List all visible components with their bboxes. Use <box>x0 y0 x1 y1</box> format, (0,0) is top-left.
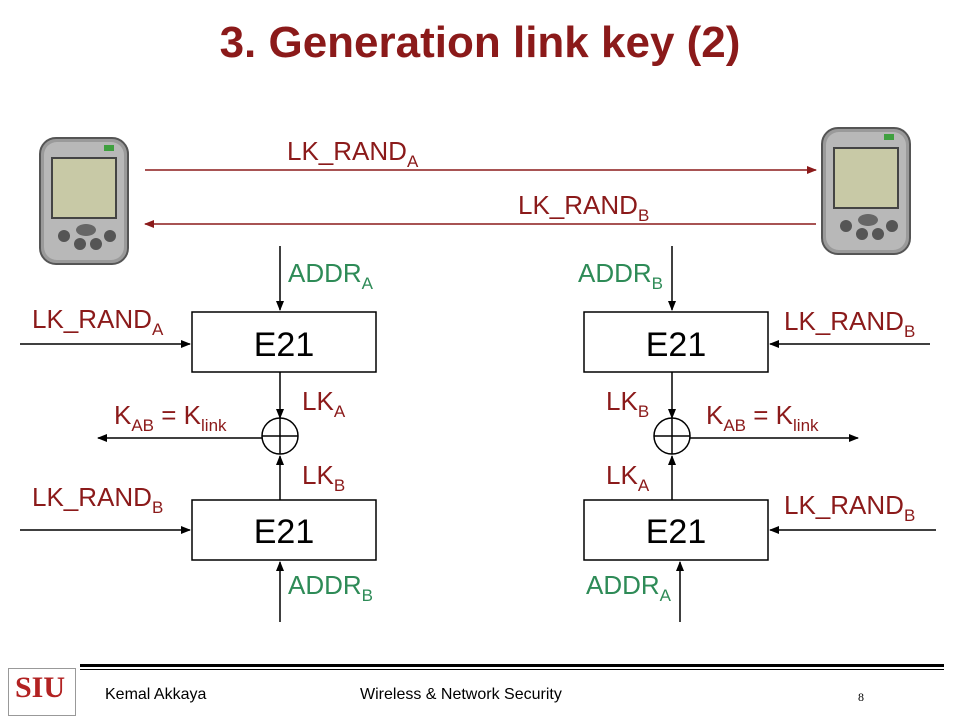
lk-a-label-left: LKA <box>302 386 346 421</box>
e21-block-right-top <box>583 311 769 373</box>
footer-divider <box>80 664 944 667</box>
lk-rand-b-label-right-top: LK_RANDB <box>784 306 915 341</box>
left-pda-icon <box>39 137 129 265</box>
addr-a-label-right: ADDRA <box>586 570 672 605</box>
lk-b-label-right: LKB <box>606 386 649 421</box>
e21-block-left-top <box>191 311 377 373</box>
lk-rand-b-label-left: LK_RANDB <box>32 482 163 517</box>
e21-label: E21 <box>254 513 315 551</box>
right-pda-icon <box>821 127 911 255</box>
lk-rand-a-label-left: LK_RANDA <box>32 304 164 339</box>
footer-divider-thin <box>80 669 944 670</box>
addr-b-label-right: ADDRB <box>578 258 663 293</box>
e21-block-left-bottom <box>191 499 377 561</box>
footer-course: Wireless & Network Security <box>360 686 562 703</box>
kab-klink-label-left: KAB = Klink <box>114 400 227 435</box>
lk-rand-b-label-right-bottom: LK_RANDB <box>784 490 915 525</box>
lk-b-label-left: LKB <box>302 460 345 495</box>
footer-author: Kemal Akkaya <box>105 686 207 703</box>
e21-label: E21 <box>646 513 707 551</box>
addr-a-label-left: ADDRA <box>288 258 374 293</box>
siu-logo: SIU <box>8 668 76 716</box>
e21-label: E21 <box>646 326 707 364</box>
e21-block-right-bottom <box>583 499 769 561</box>
addr-b-label-left: ADDRB <box>288 570 373 605</box>
top-lk-rand-a-label: LK_RANDA <box>287 136 419 171</box>
kab-klink-label-right: KAB = Klink <box>706 400 819 435</box>
e21-label: E21 <box>254 326 315 364</box>
logo-text: SIU <box>15 671 66 704</box>
top-lk-rand-b-label: LK_RANDB <box>518 190 649 225</box>
page-title: 3. Generation link key (2) <box>219 18 741 67</box>
page-number: 8 <box>858 690 864 704</box>
lk-a-label-right: LKA <box>606 460 650 495</box>
